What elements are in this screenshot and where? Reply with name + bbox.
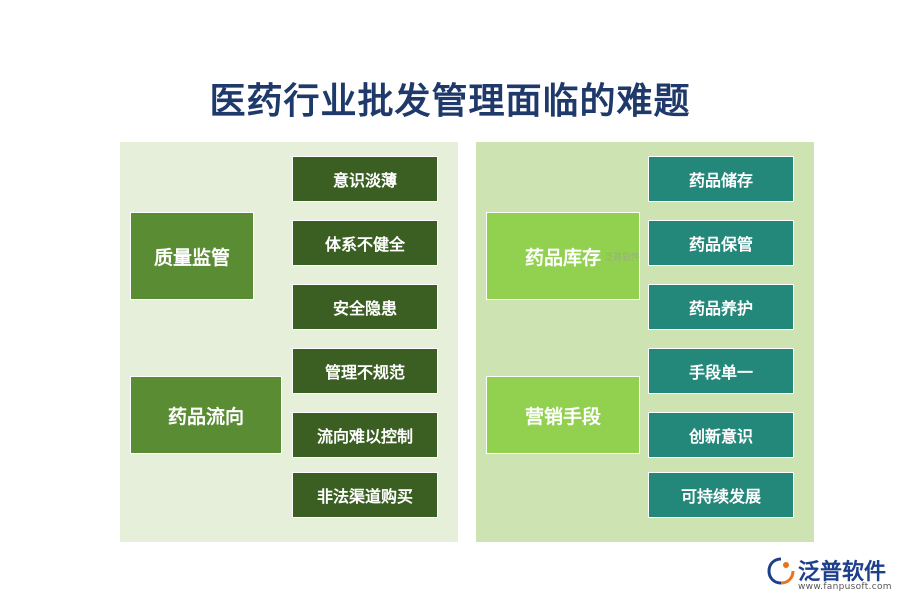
logo-url: www.fanpusoft.com <box>798 582 892 592</box>
category-marketing-means: 营销手段 <box>486 376 640 454</box>
item-system-incomplete: 体系不健全 <box>292 220 438 266</box>
item-drug-maintenance: 药品养护 <box>648 284 794 330</box>
item-drug-custody: 药品保管 <box>648 220 794 266</box>
item-innovation-awareness: 创新意识 <box>648 412 794 458</box>
logo-name: 泛普软件 <box>798 560 887 585</box>
brand-logo: 泛普软件 www.fanpusoft.com <box>764 552 894 596</box>
page-title: 医药行业批发管理面临的难题 <box>209 81 691 122</box>
category-drug-flow: 药品流向 <box>130 376 282 454</box>
right-panel: 药品库存 营销手段 药品储存 药品保管 药品养护 手段单一 创新意识 可持续发展 <box>476 142 814 542</box>
item-sustainable-development: 可持续发展 <box>648 472 794 518</box>
item-illegal-channel-purchase: 非法渠道购买 <box>292 472 438 518</box>
item-awareness-weak: 意识淡薄 <box>292 156 438 202</box>
logo-icon <box>767 557 795 585</box>
item-single-means: 手段单一 <box>648 348 794 394</box>
item-safety-hazard: 安全隐患 <box>292 284 438 330</box>
left-panel: 质量监管 药品流向 意识淡薄 体系不健全 安全隐患 管理不规范 流向难以控制 非… <box>120 142 458 542</box>
category-quality-supervision: 质量监管 <box>130 212 254 300</box>
item-flow-hard-to-control: 流向难以控制 <box>292 412 438 458</box>
item-drug-storage: 药品储存 <box>648 156 794 202</box>
watermark-text: 泛普软件 <box>604 253 641 263</box>
category-drug-inventory: 药品库存 <box>486 212 640 300</box>
item-management-irregular: 管理不规范 <box>292 348 438 394</box>
